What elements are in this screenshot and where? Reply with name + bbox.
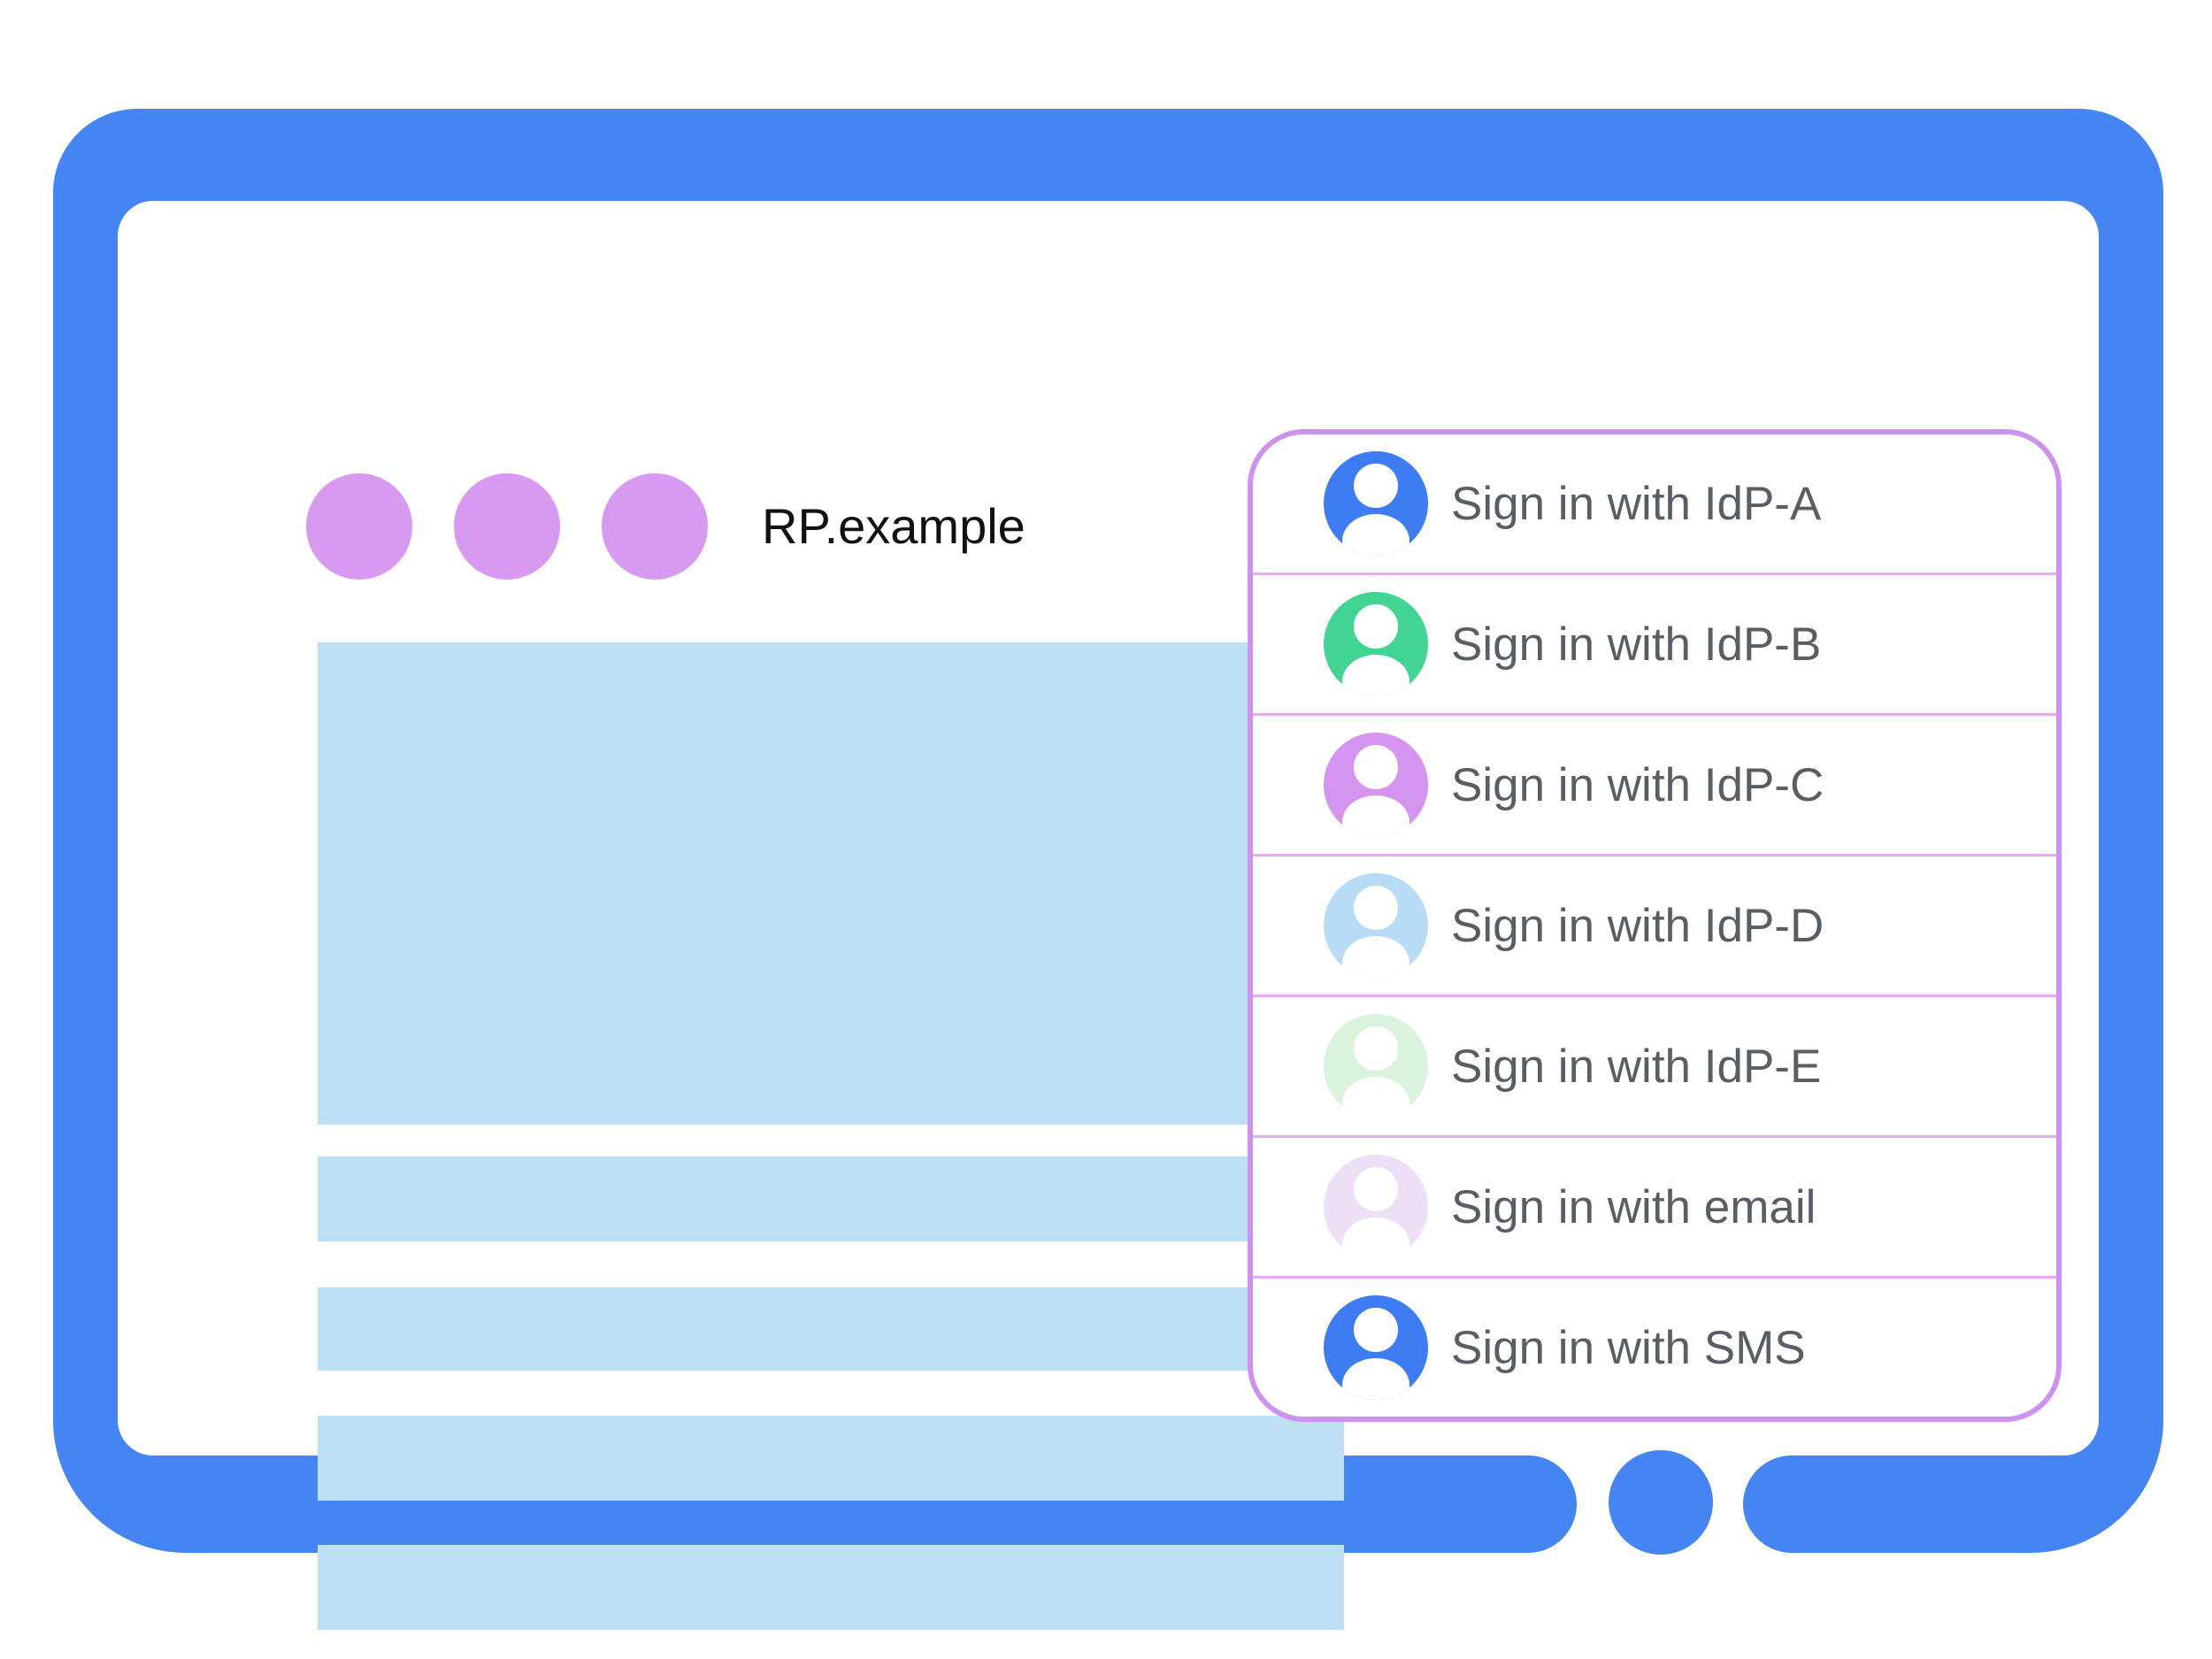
content-hero-placeholder <box>318 642 1344 1125</box>
content-line-placeholder <box>318 1156 1344 1241</box>
frame-hinge-dot <box>1609 1450 1713 1555</box>
signin-option-label: Sign in with IdP-A <box>1451 477 1822 530</box>
signin-option-row[interactable]: Sign in with email <box>1253 1135 2056 1276</box>
signin-option-row[interactable]: Sign in with IdP-C <box>1253 713 2056 854</box>
content-line-placeholder <box>318 1416 1344 1501</box>
avatar-head-shape <box>1354 1308 1398 1352</box>
site-title: RP.example <box>762 498 1025 554</box>
avatar-head-shape <box>1354 745 1398 789</box>
avatar-head-shape <box>1354 1167 1398 1211</box>
user-avatar-icon <box>1324 1295 1428 1400</box>
avatar-torso-shape <box>1342 1357 1409 1400</box>
signin-option-label: Sign in with IdP-E <box>1451 1040 1822 1093</box>
content-line-placeholder <box>318 1545 1344 1630</box>
content-line-placeholder <box>318 1287 1344 1371</box>
signin-option-row[interactable]: Sign in with IdP-B <box>1253 572 2056 713</box>
user-avatar-icon <box>1324 451 1428 556</box>
window-control-dot[interactable] <box>306 473 412 580</box>
signin-option-label: Sign in with IdP-D <box>1451 899 1824 952</box>
avatar-head-shape <box>1354 464 1398 508</box>
avatar-head-shape <box>1354 1026 1398 1071</box>
avatar-torso-shape <box>1342 1076 1409 1118</box>
signin-option-label: Sign in with IdP-B <box>1451 618 1822 671</box>
window-control-dot[interactable] <box>602 473 708 580</box>
user-avatar-icon <box>1324 733 1428 837</box>
avatar-torso-shape <box>1342 1217 1409 1259</box>
window-control-dot[interactable] <box>454 473 560 580</box>
signin-option-row[interactable]: Sign in with IdP-D <box>1253 854 2056 995</box>
avatar-head-shape <box>1354 604 1398 649</box>
frame-bottom-bar-left-cap <box>1416 1455 1577 1553</box>
avatar-torso-shape <box>1342 795 1409 837</box>
user-avatar-icon <box>1324 592 1428 696</box>
avatar-torso-shape <box>1342 935 1409 978</box>
signin-chooser-panel: Sign in with IdP-A Sign in with IdP-B Si… <box>1248 429 2062 1422</box>
signin-option-row[interactable]: Sign in with IdP-A <box>1253 434 2056 572</box>
signin-option-row[interactable]: Sign in with IdP-E <box>1253 995 2056 1135</box>
signin-option-label: Sign in with IdP-C <box>1451 758 1824 811</box>
signin-option-label: Sign in with SMS <box>1451 1321 1806 1374</box>
avatar-torso-shape <box>1342 513 1409 556</box>
avatar-head-shape <box>1354 886 1398 930</box>
signin-option-row[interactable]: Sign in with SMS <box>1253 1276 2056 1417</box>
signin-option-label: Sign in with email <box>1451 1180 1816 1233</box>
user-avatar-icon <box>1324 873 1428 978</box>
frame-bottom-bar-right-cap <box>1743 1455 1904 1553</box>
user-avatar-icon <box>1324 1014 1428 1118</box>
avatar-torso-shape <box>1342 654 1409 696</box>
user-avatar-icon <box>1324 1155 1428 1259</box>
